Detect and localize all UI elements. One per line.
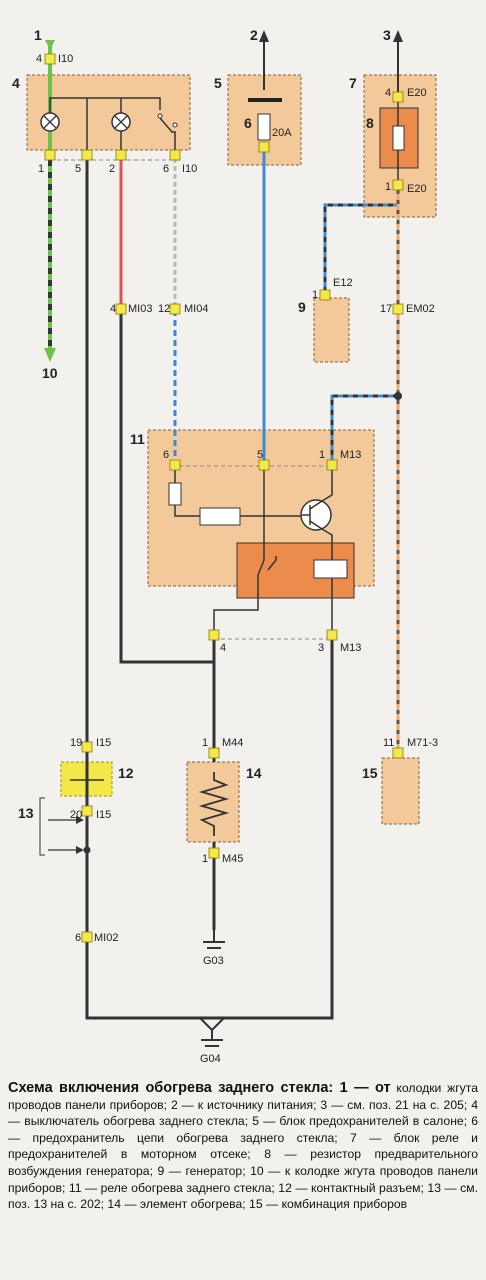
label-mi02: MI02 [94, 932, 118, 944]
wiring-diagram: 1 2 3 4 5 6 7 8 9 10 11 12 13 14 15 4 I1… [12, 27, 438, 1065]
label-pin19: 19 [70, 737, 82, 749]
num-13: 13 [18, 805, 34, 821]
label-m71: M71-3 [407, 737, 438, 749]
fuse-icon [257, 113, 271, 141]
label-mi04: MI04 [184, 303, 208, 315]
num-15: 15 [362, 765, 378, 781]
label-pin20: 20 [70, 809, 82, 821]
relay-coil-icon [313, 559, 348, 579]
num-12: 12 [118, 765, 134, 781]
generator-box [313, 297, 350, 363]
num-4: 4 [12, 75, 20, 91]
relay-resistor-2-icon [199, 507, 241, 526]
num-3: 3 [383, 27, 391, 43]
label-pin4-mi03: 4 [110, 303, 116, 315]
num-6: 6 [244, 115, 252, 131]
caption: Схема включения обогрева заднего стекла:… [8, 1080, 478, 1213]
num-7: 7 [349, 75, 357, 91]
label-sw-pin5: 5 [75, 163, 81, 175]
relay-switch-icon [257, 556, 277, 576]
heating-element-icon [198, 772, 230, 836]
wire-black-main [85, 158, 334, 1020]
label-relay-e20-top: E20 [407, 87, 427, 99]
label-relay-e20-bottom: E20 [407, 183, 427, 195]
label-pin1-m44: 1 [202, 737, 208, 749]
transistor-icon [300, 499, 332, 531]
label-m44: M44 [222, 737, 243, 749]
label-relay-pin4: 4 [385, 87, 391, 99]
switch-contact-icon [159, 117, 176, 158]
num-2: 2 [250, 27, 258, 43]
resistor-icon [392, 125, 405, 151]
ground-g03-icon [203, 930, 225, 949]
num-8: 8 [366, 115, 374, 131]
caption-body: колодки жгута проводов панели приборов; … [8, 1081, 478, 1212]
label-top-i10: I10 [58, 53, 73, 65]
label-pin11: 11 [383, 737, 394, 749]
caption-heading: Схема включения обогрева заднего стекла:… [8, 1080, 391, 1096]
label-top-pin4: 4 [36, 53, 42, 65]
label-b11-m13-bottom: M13 [340, 642, 361, 654]
label-sw-pin1: 1 [38, 163, 44, 175]
relay-resistor-1-icon [168, 482, 182, 506]
label-fuse: 20A [272, 127, 292, 139]
ground-g04-icon [199, 1017, 225, 1047]
label-sw-pin6: 6 [163, 163, 169, 175]
label-b11-m13: M13 [340, 449, 361, 461]
label-b11-pin1: 1 [319, 449, 325, 461]
label-gen-pin1: 1 [312, 289, 318, 301]
label-b11-pin5: 5 [257, 449, 263, 461]
label-b11-pin6: 6 [163, 449, 169, 461]
label-g04: G04 [200, 1053, 221, 1065]
switch-box [26, 74, 191, 151]
label-relay-pin1: 1 [385, 181, 391, 193]
bracket-13 [39, 797, 45, 856]
label-gen-e12: E12 [333, 277, 353, 289]
num-11: 11 [130, 431, 145, 447]
label-mi03: MI03 [128, 303, 152, 315]
num-5: 5 [214, 75, 222, 91]
pin-connectors [44, 53, 404, 943]
num-14: 14 [246, 765, 262, 781]
label-sw-i10: I10 [182, 163, 197, 175]
label-em02: EM02 [406, 303, 435, 315]
label-pin1-m45: 1 [202, 853, 208, 865]
label-g03: G03 [203, 955, 224, 967]
num-9: 9 [298, 299, 306, 315]
num-10: 10 [42, 365, 58, 381]
label-pin17: 17 [380, 303, 392, 315]
label-pin12-mi04: 12 [158, 303, 170, 315]
label-i15-bottom: I15 [96, 809, 111, 821]
label-pin6-mi02: 6 [75, 932, 81, 944]
label-sw-pin2: 2 [109, 163, 115, 175]
label-b11-pin4: 4 [220, 642, 226, 654]
label-m45: M45 [222, 853, 243, 865]
label-b11-pin3: 3 [318, 642, 324, 654]
label-i15-top: I15 [96, 737, 111, 749]
num-1: 1 [34, 27, 42, 43]
instrument-cluster-box [381, 757, 420, 825]
